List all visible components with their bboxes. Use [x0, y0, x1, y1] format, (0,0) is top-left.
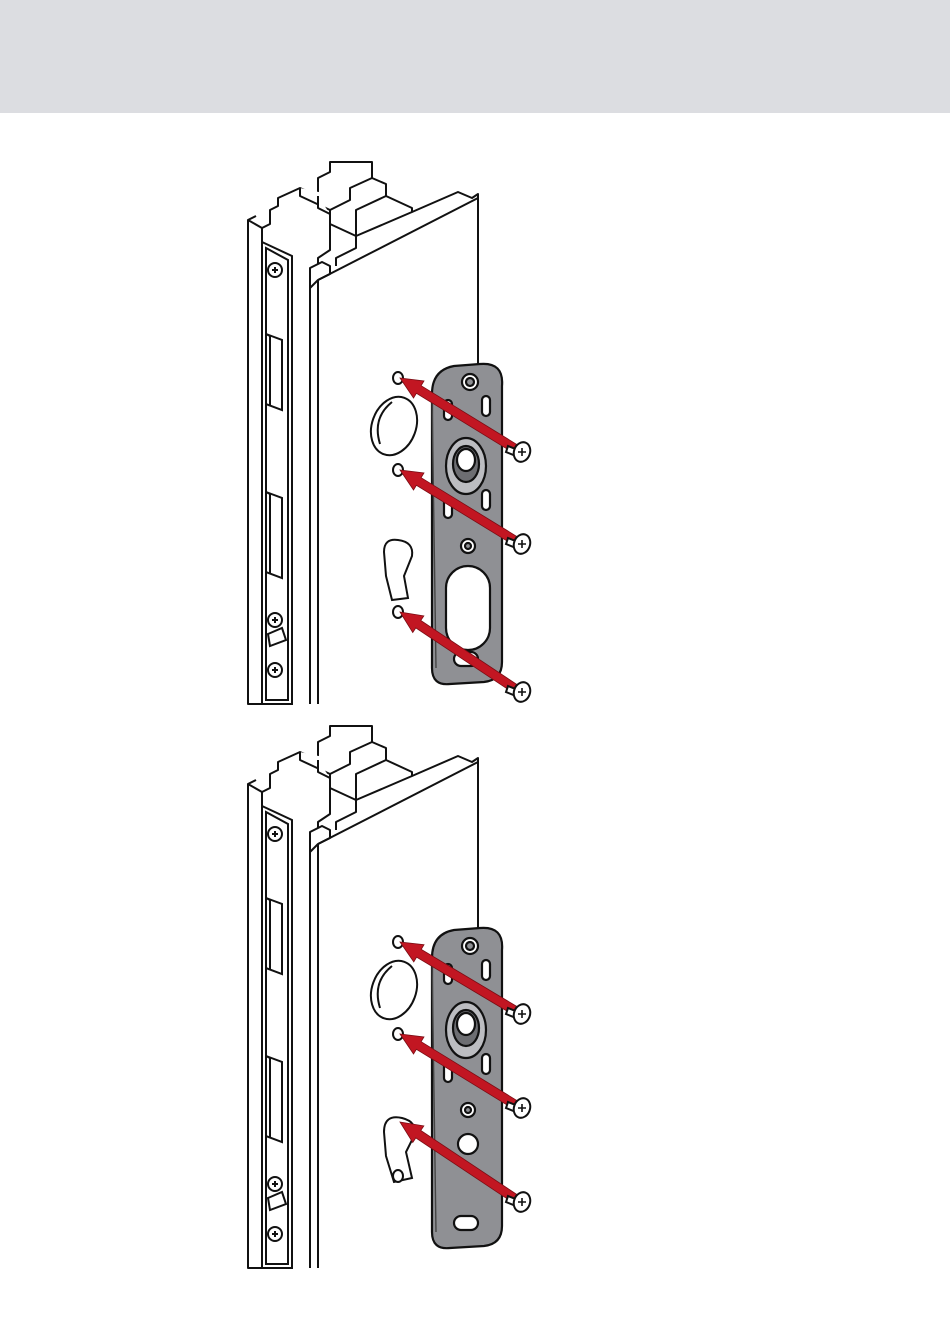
screws — [506, 440, 533, 704]
plate-slot-icon — [482, 1054, 490, 1074]
plate-boss-hole — [457, 1013, 475, 1035]
plate-hole-ring — [466, 378, 474, 386]
plate-slot-icon — [482, 396, 490, 416]
assembly-drawing — [0, 712, 950, 1292]
assembly-illustration-step-2 — [0, 712, 950, 1292]
lock-faceplate — [262, 242, 292, 704]
lock-faceplate — [262, 806, 292, 1268]
plate-hole-ring — [465, 543, 471, 549]
assembly-illustration-step-1 — [0, 148, 950, 728]
bolt-opening — [266, 492, 282, 578]
plate-boss-hole — [457, 449, 475, 471]
assembly-drawing — [0, 148, 950, 728]
latch-opening — [266, 898, 282, 974]
screw-hole-icon — [393, 1170, 403, 1182]
plate-hole-ring — [465, 1107, 471, 1113]
plate-hole-ring — [466, 942, 474, 950]
plate-slot-icon — [454, 1216, 478, 1230]
latch-opening — [266, 334, 282, 410]
header-band — [0, 0, 950, 113]
cylinder-cutout — [384, 540, 412, 600]
screws — [506, 1002, 533, 1214]
bolt-opening — [266, 1056, 282, 1142]
plate-hole-icon — [458, 1134, 478, 1154]
plate-slot-icon — [482, 960, 490, 980]
plate-slot-icon — [482, 490, 490, 510]
plate-cylinder-cutout — [446, 566, 490, 650]
